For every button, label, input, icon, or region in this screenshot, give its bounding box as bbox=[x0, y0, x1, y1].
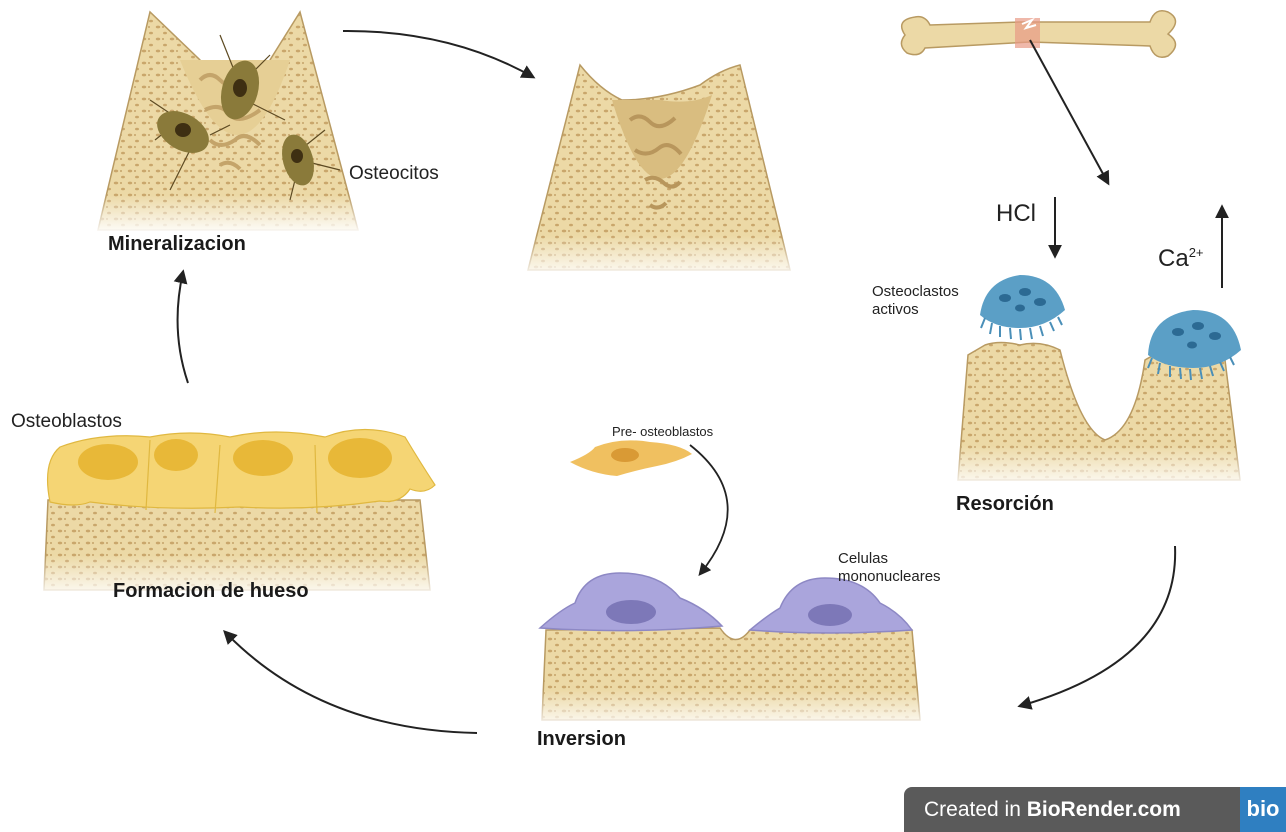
label-celulas-mononucleares: Celulas mononucleares bbox=[838, 550, 988, 586]
label-pre-osteoblastos: Pre- osteoblastos bbox=[612, 424, 713, 439]
label-osteocitos: Osteocitos bbox=[349, 163, 439, 185]
stage-label-resorcion: Resorción bbox=[956, 493, 1054, 516]
stage-label-inversion: Inversion bbox=[537, 728, 626, 751]
pre-osteoblast-cell bbox=[570, 440, 692, 476]
cycle-arrow-4 bbox=[178, 272, 188, 383]
inversion-bone bbox=[530, 628, 930, 730]
calcium-symbol: Ca bbox=[1158, 245, 1189, 272]
fracture-arrow bbox=[1030, 40, 1108, 183]
label-calcium: Ca2+ bbox=[1158, 245, 1204, 273]
osteoblast-cell bbox=[48, 430, 435, 514]
label-osteoclastos: Osteoclastos activos bbox=[872, 283, 1002, 319]
fractured-bone-icon bbox=[901, 11, 1175, 58]
pre-osteoblast-arrow bbox=[690, 445, 728, 574]
biorender-badge[interactable]: Created in BioRender.com bio bbox=[904, 787, 1286, 832]
badge-brand: BioRender.com bbox=[1027, 798, 1181, 821]
stage-label-formacion: Formacion de hueso bbox=[113, 580, 309, 603]
cycle-arrow-2 bbox=[1020, 546, 1175, 706]
calcium-charge: 2+ bbox=[1189, 245, 1204, 260]
label-osteoblastos: Osteoblastos bbox=[11, 411, 122, 433]
label-hcl: HCl bbox=[996, 200, 1036, 228]
biorender-logo-icon: bio bbox=[1240, 787, 1286, 832]
badge-prefix: Created in bbox=[924, 798, 1027, 821]
bone-matrix-top bbox=[520, 65, 800, 280]
cycle-arrow-1 bbox=[343, 31, 533, 77]
cycle-arrow-3 bbox=[225, 632, 477, 733]
stage-label-mineralizacion: Mineralizacion bbox=[108, 233, 246, 256]
mineralization-bone bbox=[95, 12, 365, 235]
